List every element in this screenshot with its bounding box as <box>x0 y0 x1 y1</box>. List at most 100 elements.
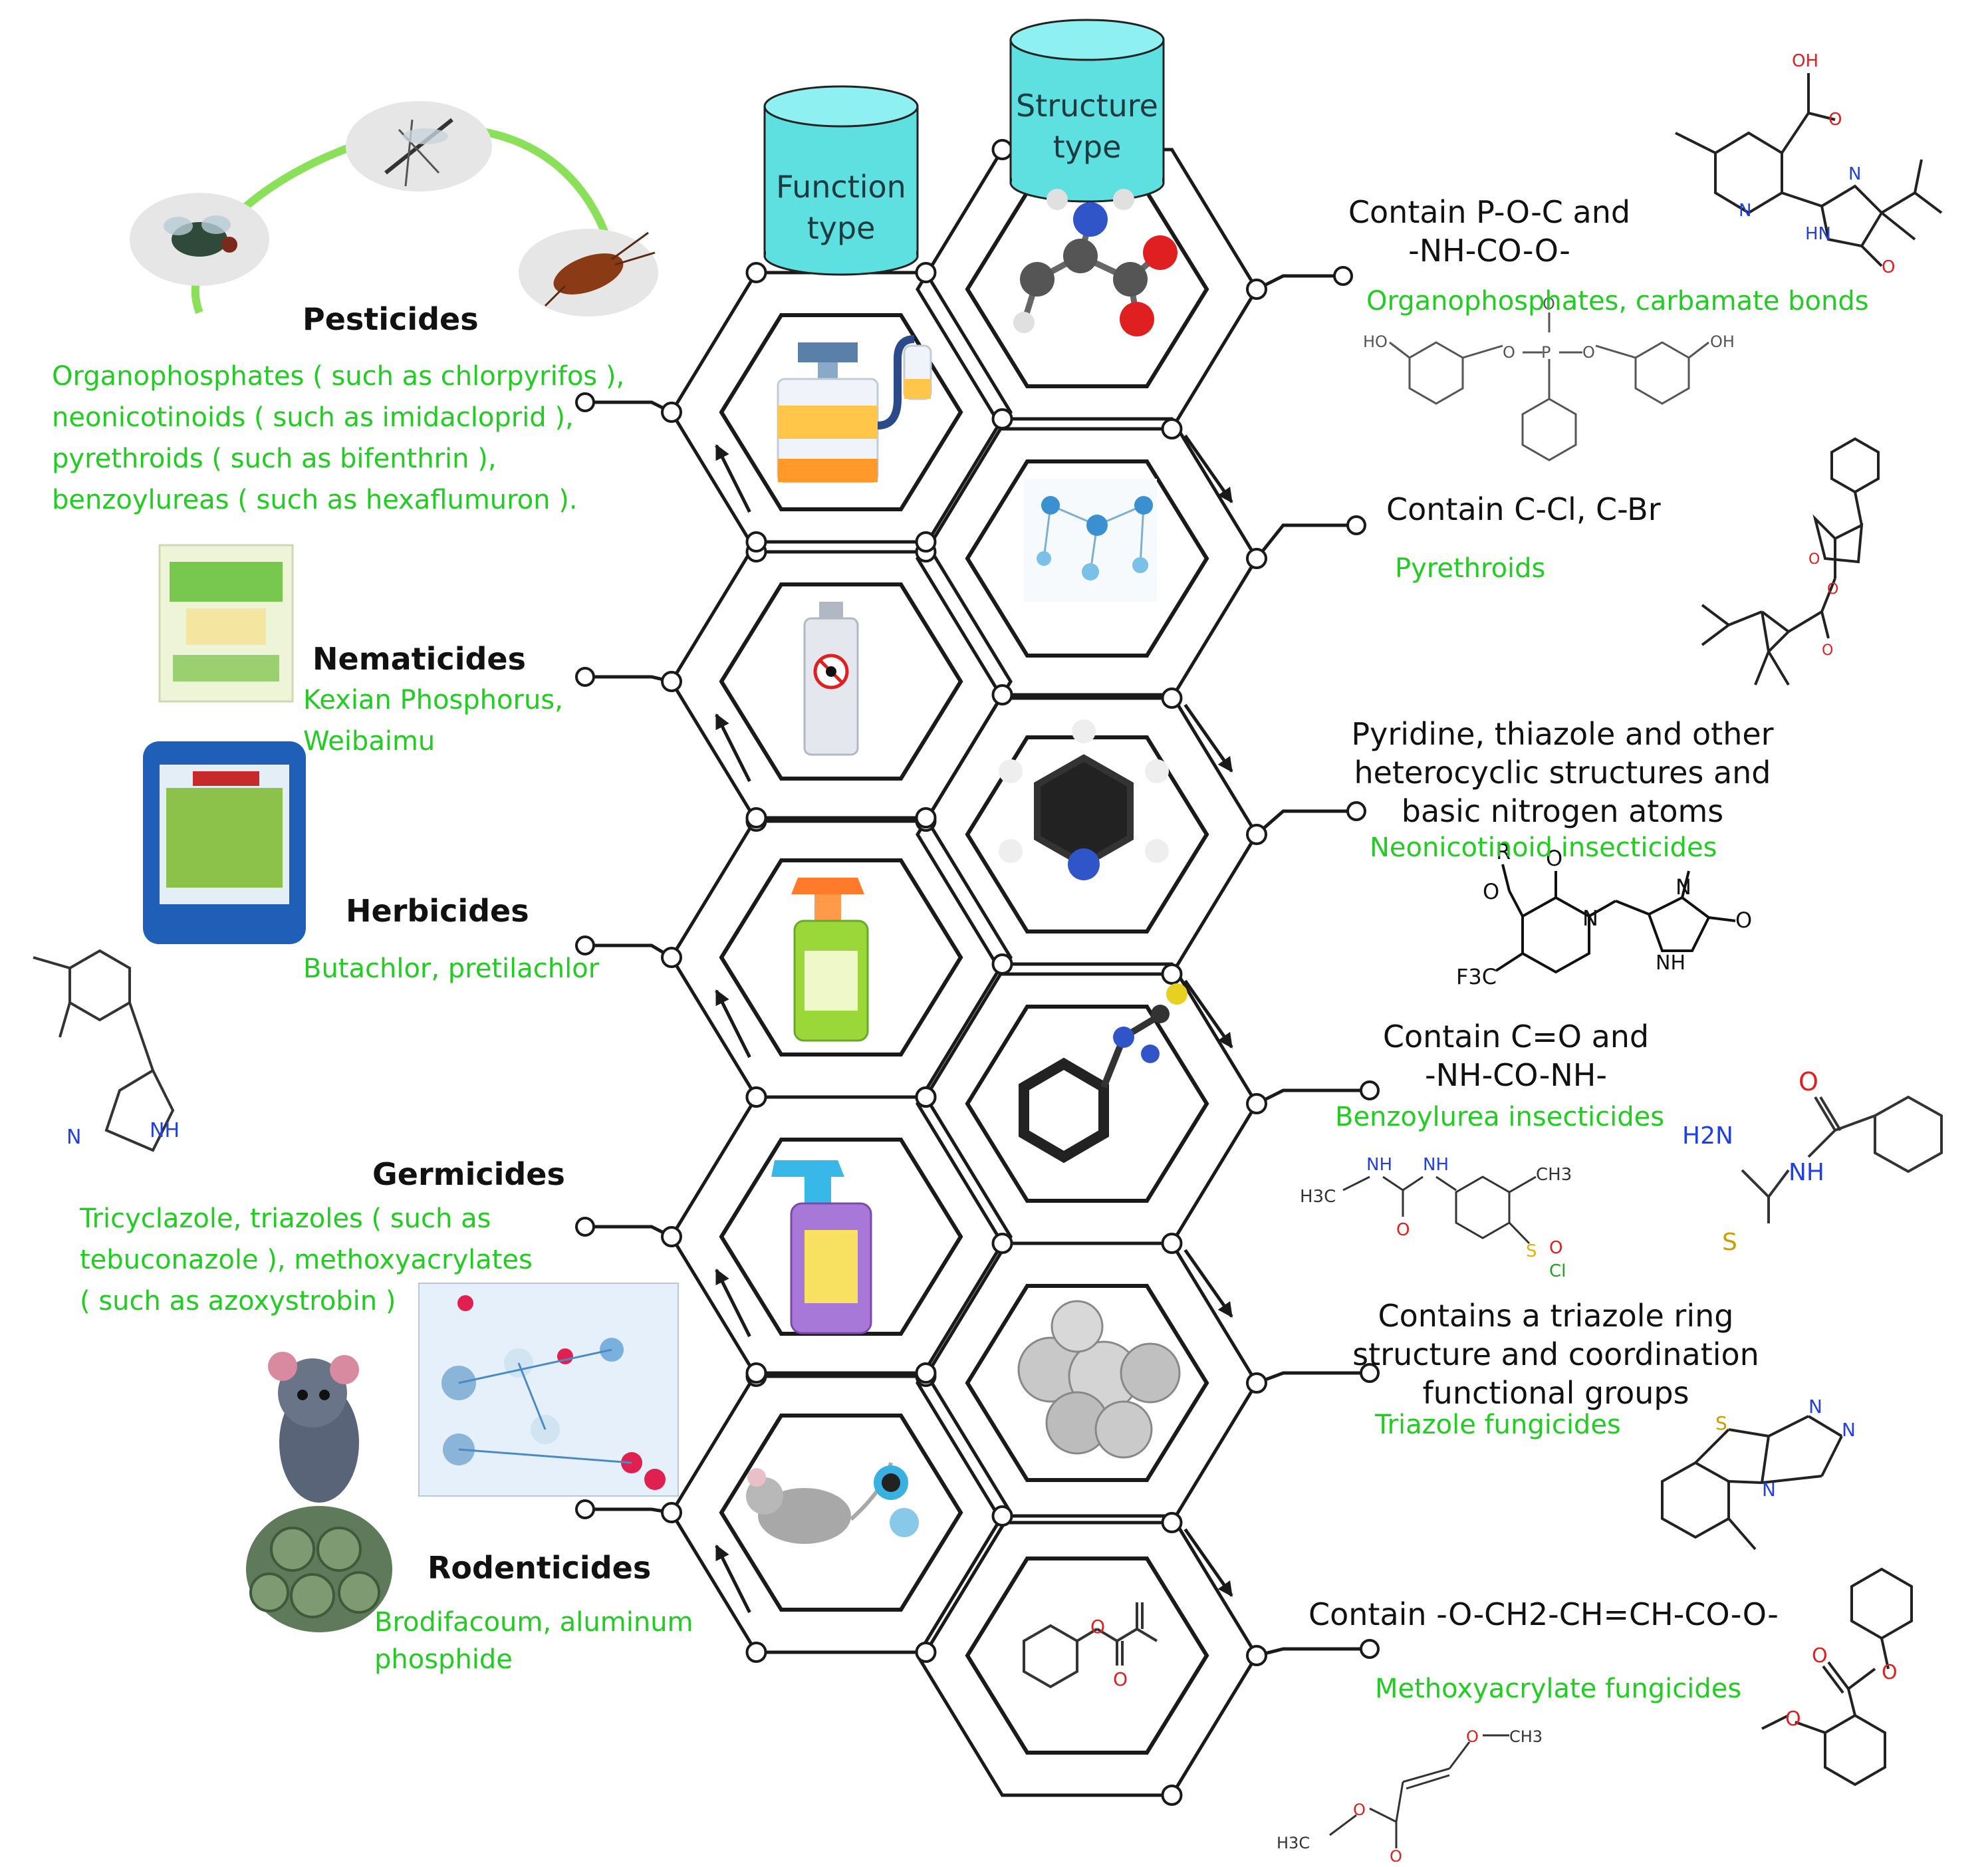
right-connector-1 <box>1255 274 1343 291</box>
structure-feature-2: Contain C-Cl, C-Br <box>1386 491 1661 527</box>
left-connector-5 <box>585 1507 672 1515</box>
insect-cycle-illustration <box>130 101 658 316</box>
svg-text:N: N <box>1676 874 1691 900</box>
spore-cluster-icon <box>1017 1300 1181 1459</box>
svg-text:O: O <box>1390 1847 1402 1866</box>
svg-text:OH: OH <box>1710 332 1735 351</box>
right-connector-node-5 <box>1360 1363 1380 1383</box>
svg-text:NH: NH <box>1789 1159 1824 1186</box>
function-arrow-2 <box>715 713 751 783</box>
nematicide-package-picture <box>158 544 294 703</box>
function-examples-pesticides: Organophosphates ( such as chlorpyrifos … <box>52 361 625 515</box>
vertex-node <box>1161 687 1183 709</box>
svg-text:N: N <box>1762 1479 1776 1501</box>
left-connector-4 <box>585 1225 673 1239</box>
svg-text:NH: NH <box>1366 1155 1392 1175</box>
methoxyacrylate-structure: H3C O O O CH3 <box>1277 1727 1543 1866</box>
structure-arrow-4 <box>1183 1249 1233 1318</box>
svg-text:CH3: CH3 <box>1536 1165 1572 1185</box>
trigger-sprayer-icon <box>771 1160 872 1334</box>
function-title-herbicides: Herbicides <box>346 893 529 929</box>
vertex-node <box>661 947 682 968</box>
neonicotinoid-structure: R O O N N O NH F3C <box>1456 839 1752 989</box>
left-connector-node-2 <box>575 667 595 687</box>
vertex-node <box>1161 963 1183 985</box>
function-arrow-4 <box>715 1268 751 1338</box>
vertex-node <box>745 1362 767 1384</box>
cockroach-icon <box>544 231 656 307</box>
mosquito-icon <box>384 118 453 187</box>
structure-arrow-3 <box>1183 979 1233 1049</box>
left-connector-node-1 <box>575 392 595 412</box>
svg-text:HN: HN <box>1805 224 1831 244</box>
svg-text:O: O <box>1503 343 1515 362</box>
structure-arrow-1 <box>1183 434 1233 503</box>
svg-text:H3C: H3C <box>1300 1187 1336 1207</box>
tricyclazole-structure: S N N N <box>1661 1396 1856 1551</box>
svg-text:N: N <box>1842 1419 1856 1441</box>
imazapyr-structure: OH O N N HN O <box>1675 51 1943 277</box>
phosphonate-structure: HO O P O O OH <box>1363 295 1735 461</box>
svg-text:NH: NH <box>1423 1155 1449 1175</box>
vertex-node <box>745 807 767 828</box>
vertex-node <box>745 1642 767 1663</box>
vertex-node <box>1161 1233 1183 1254</box>
svg-text:N: N <box>66 1126 81 1149</box>
svg-text:N: N <box>1848 164 1861 184</box>
svg-text:S: S <box>1722 1229 1737 1256</box>
vertex-node <box>745 1086 767 1108</box>
svg-text:OH: OH <box>1792 51 1818 71</box>
svg-text:O: O <box>1549 1238 1562 1258</box>
structure-type-cylinder <box>1009 19 1165 203</box>
svg-text:O: O <box>1582 343 1595 362</box>
svg-text:O: O <box>1483 879 1499 904</box>
vertex-node <box>661 1226 682 1247</box>
svg-text:O: O <box>1785 1707 1801 1731</box>
vertex-node <box>991 1505 1013 1527</box>
vertex-node <box>661 671 682 692</box>
svg-text:P: P <box>1541 343 1551 362</box>
hexagon-network <box>575 139 1380 1806</box>
left-connector-node-3 <box>575 935 595 955</box>
structure-feature-1: Contain P-O-C and-NH-CO-O- <box>1348 194 1631 269</box>
vertex-node <box>745 262 767 283</box>
svg-text:O: O <box>1546 846 1562 871</box>
benzimidazole-like-structure: N NH <box>33 949 180 1152</box>
aerosol-can-icon <box>803 602 859 756</box>
vertex-node <box>991 953 1013 975</box>
svg-text:O: O <box>1353 1801 1366 1819</box>
svg-text:O: O <box>1828 110 1842 130</box>
svg-text:Cl: Cl <box>1549 1261 1566 1281</box>
svg-text:O: O <box>1822 642 1833 659</box>
ester-structure-icon: O O <box>1023 1602 1158 1690</box>
svg-text:O: O <box>1827 581 1838 598</box>
germicide-network-picture <box>418 1283 679 1497</box>
benzoylthiourea-structure: O H2N NH S <box>1682 1067 1943 1256</box>
herbicide-jerrycan-picture <box>143 741 306 944</box>
svg-text:HO: HO <box>1363 332 1388 351</box>
right-connector-node-3 <box>1346 801 1366 821</box>
structure-class-6: Methoxyacrylate fungicides <box>1375 1674 1742 1704</box>
svg-text:O: O <box>1735 908 1752 933</box>
function-title-rodenticides: Rodenticides <box>428 1550 652 1586</box>
right-connector-node-2 <box>1346 515 1366 535</box>
svg-text:O: O <box>1543 295 1555 313</box>
svg-text:F3C: F3C <box>1456 964 1497 989</box>
structure-class-4: Benzoylurea insecticides <box>1335 1102 1665 1132</box>
function-arrow-1 <box>715 443 751 513</box>
structure-arrow-5 <box>1183 1528 1233 1597</box>
vertex-node <box>745 531 767 553</box>
function-type-cylinder <box>763 85 919 276</box>
svg-text:CH3: CH3 <box>1509 1727 1543 1746</box>
molecular-network-icon <box>1024 479 1157 602</box>
spray-bottle-icon <box>791 878 869 1042</box>
svg-text:NH: NH <box>150 1119 180 1142</box>
structure-class-3: Neonicotinoid insecticides <box>1370 832 1717 863</box>
svg-text:O: O <box>1090 1616 1105 1638</box>
vertex-node <box>991 408 1013 430</box>
methoxybenzoate-structure: O O O <box>1761 1567 1913 1787</box>
